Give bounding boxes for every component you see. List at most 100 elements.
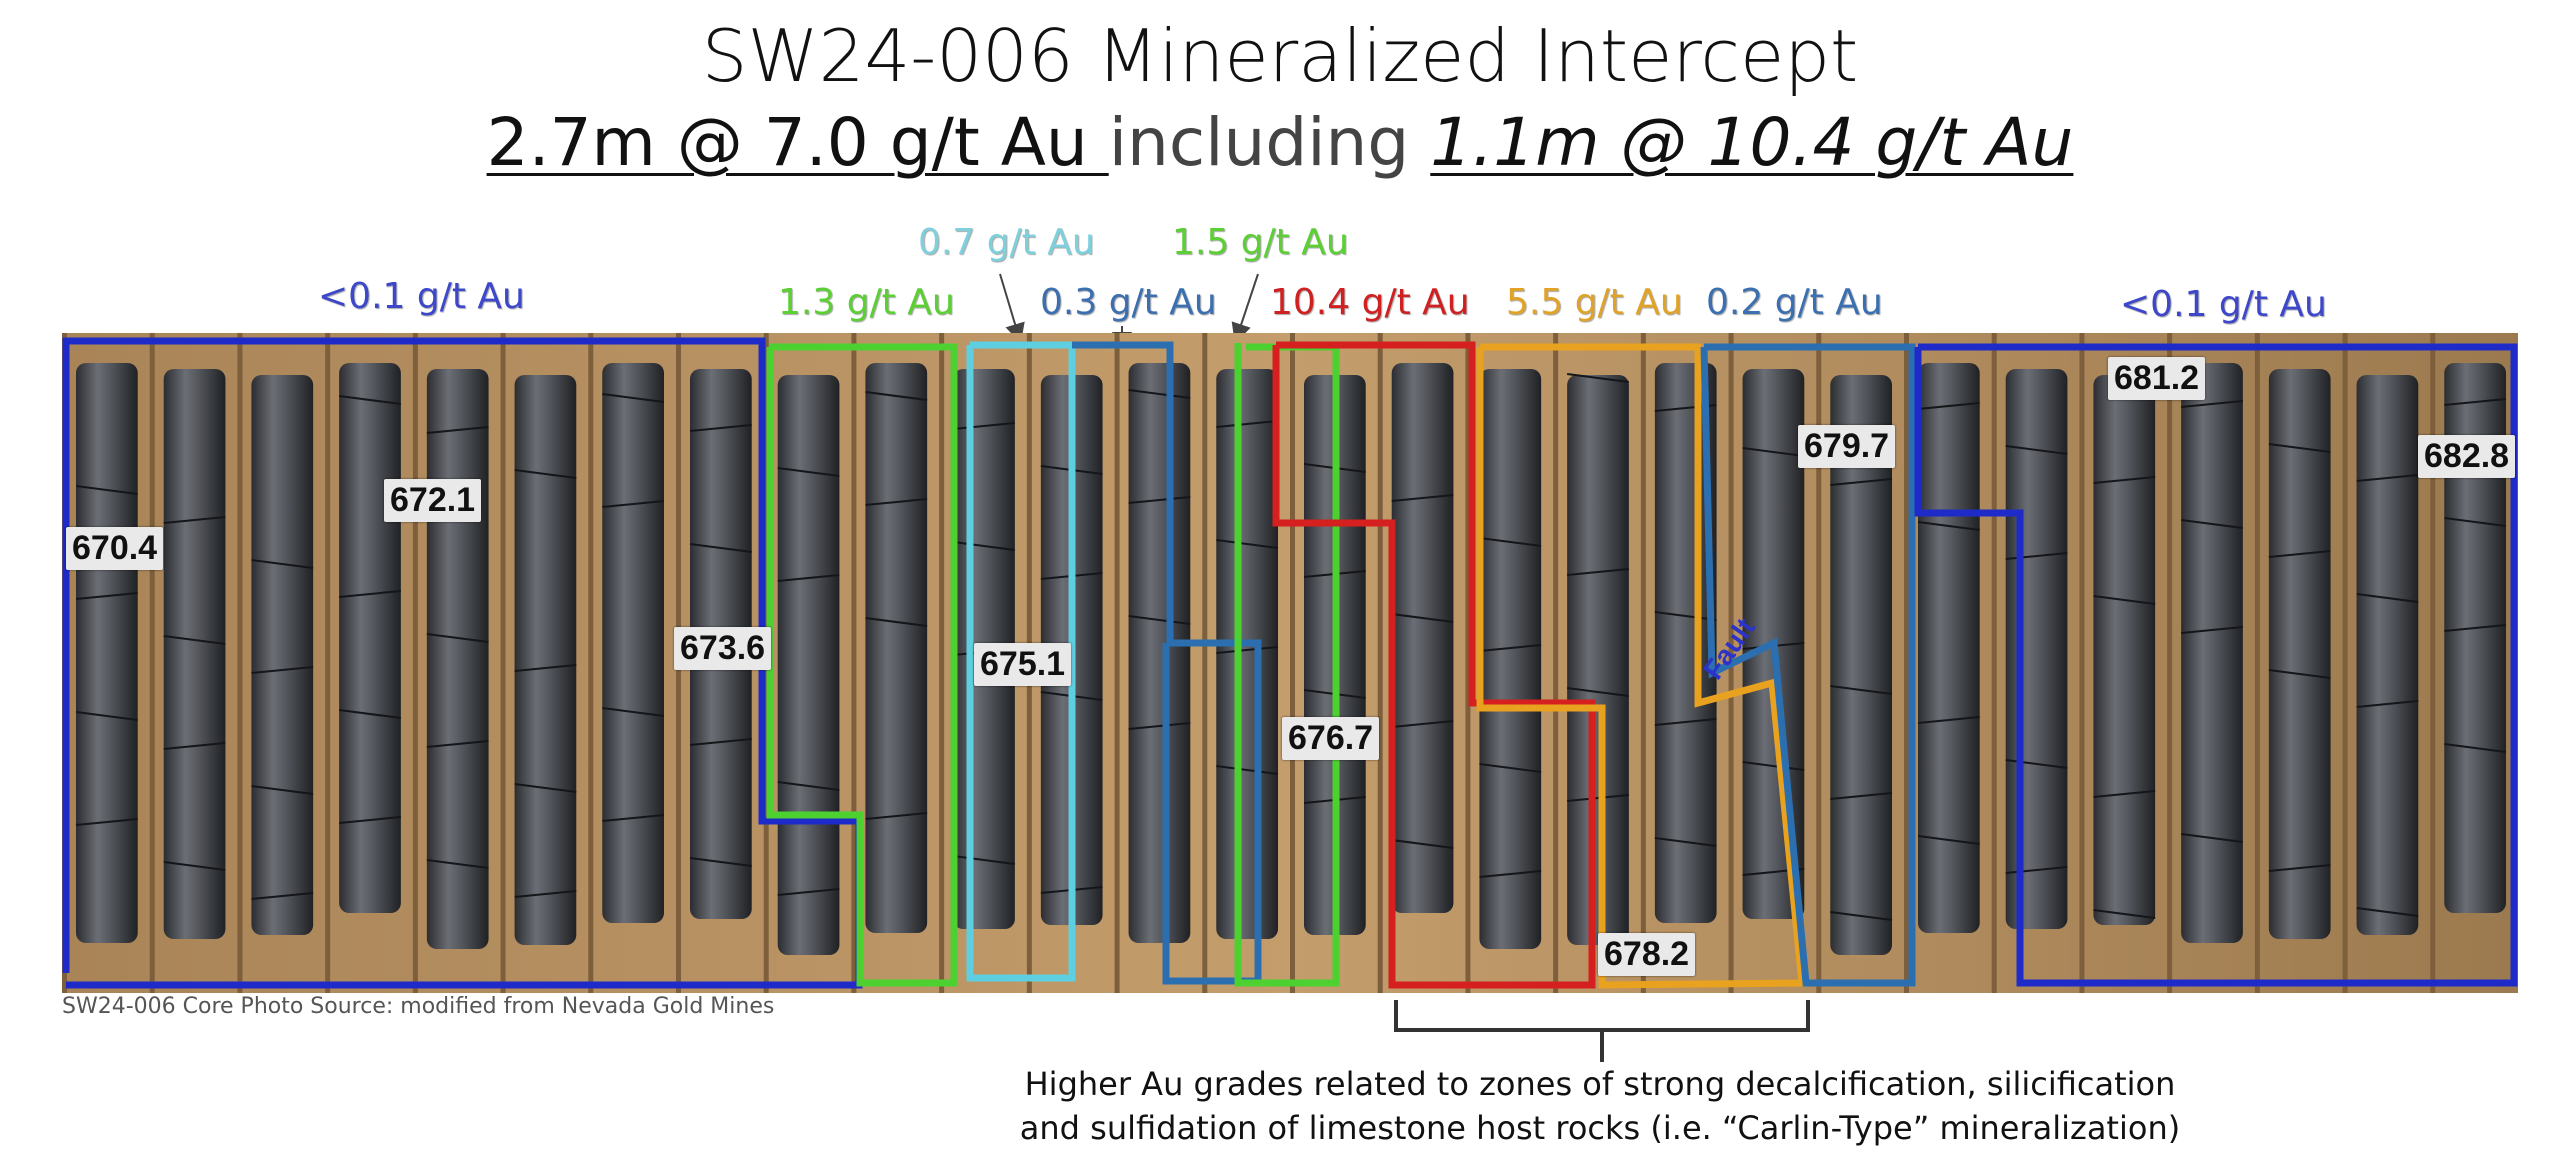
core-fracture	[953, 855, 1015, 865]
core-fracture	[339, 590, 401, 598]
core-segment	[865, 363, 928, 933]
core-fracture	[2093, 790, 2156, 798]
core-fracture	[2444, 624, 2507, 632]
core-segment	[2093, 375, 2156, 925]
core-fracture	[2356, 700, 2419, 708]
caption-line-2: and sulfidation of limestone host rocks …	[1019, 1109, 2181, 1147]
tray-divider	[1991, 333, 1997, 993]
tray-divider	[2079, 333, 2085, 993]
core-fracture	[1567, 794, 1629, 802]
core-fracture	[2005, 866, 2068, 874]
core-fracture	[514, 664, 577, 672]
zone-outline-0-3	[1072, 341, 1262, 985]
core-fracture	[602, 707, 665, 717]
core-fracture	[426, 859, 489, 869]
tray-divider	[1465, 333, 1471, 993]
core-fracture	[953, 541, 1015, 551]
core-fracture	[689, 738, 752, 746]
core-fracture	[2181, 519, 2243, 529]
tray-divider	[1202, 333, 1208, 993]
core-fracture	[426, 633, 489, 643]
including-text: including	[1108, 104, 1431, 181]
tray-divider	[325, 333, 331, 993]
core-fracture	[1917, 716, 1980, 724]
arrow-0-7	[999, 273, 1025, 344]
core-columns	[62, 333, 2507, 993]
tray-divider	[1553, 333, 1559, 993]
core-fracture	[1567, 568, 1629, 576]
core-segment	[339, 363, 401, 913]
page-subtitle: 2.7m @ 7.0 g/t Au including 1.1m @ 10.4 …	[0, 104, 2560, 181]
core-fracture	[2356, 593, 2419, 603]
depth-label-682-8: 682.8	[2418, 435, 2516, 478]
core-fracture	[689, 424, 752, 432]
grade-label-5-5: 5.5 g/t Au	[1506, 282, 1683, 323]
zone-outline-1-3	[766, 343, 958, 987]
tray-divider	[851, 333, 857, 993]
core-fracture	[865, 391, 928, 401]
depth-label-676-7: 676.7	[1282, 717, 1380, 760]
grade-label-1-5: 1.5 g/t Au	[1172, 222, 1349, 263]
core-segment	[2444, 363, 2506, 913]
core-fracture	[1479, 537, 1542, 547]
core-fracture	[602, 814, 665, 822]
photo-source-credit: SW24-006 Core Photo Source: modified fro…	[62, 994, 775, 1019]
tray-divider	[412, 333, 418, 993]
core-fracture	[251, 892, 314, 900]
core-fracture	[1742, 761, 1805, 771]
core-segment	[2268, 369, 2331, 939]
depth-label-681-2: 681.2	[2108, 357, 2206, 400]
core-fracture	[1654, 837, 1717, 847]
depth-label-672-1: 672.1	[384, 479, 482, 522]
core-fracture	[2268, 864, 2331, 872]
tray-divider	[2254, 333, 2260, 993]
core-fracture	[2356, 474, 2419, 482]
tray-divider	[1816, 333, 1822, 993]
core-fracture	[953, 422, 1015, 430]
core-fracture	[1391, 839, 1454, 849]
core-fracture	[777, 467, 840, 477]
core-segment	[777, 375, 840, 955]
grade-label-0-3: 0.3 g/t Au	[1040, 282, 1217, 323]
core-fracture	[339, 709, 401, 719]
tray-divider	[2167, 333, 2173, 993]
core-segment	[1128, 363, 1191, 943]
core-fracture	[163, 861, 226, 871]
tray-divider	[500, 333, 506, 993]
core-fracture	[2444, 517, 2507, 527]
core-fracture	[1917, 835, 1980, 845]
core-fracture	[2093, 909, 2156, 919]
core-fracture	[865, 498, 928, 506]
grade-label-left-low: <0.1 g/t Au	[318, 276, 525, 317]
caption: Higher Au grades related to zones of str…	[1000, 1062, 2200, 1150]
core-fracture	[1830, 911, 1893, 921]
core-fracture	[1567, 373, 1629, 383]
core-fracture	[75, 818, 138, 826]
core-fracture	[163, 635, 226, 645]
core-fracture	[865, 812, 928, 820]
core-fracture	[2268, 443, 2331, 453]
core-fracture	[251, 785, 314, 795]
zone-outline-0-2	[1700, 343, 1916, 987]
tray-divider	[2342, 333, 2348, 993]
core-segment	[1391, 363, 1454, 913]
depth-label-670-4: 670.4	[66, 527, 164, 570]
core-segment	[1830, 375, 1892, 955]
grade-label-right-low: <0.1 g/t Au	[2120, 284, 2327, 325]
core-fracture	[2093, 476, 2156, 484]
core-fracture	[1830, 792, 1893, 800]
core-fracture	[251, 559, 314, 569]
depth-label-673-6: 673.6	[674, 627, 772, 670]
core-fracture	[1830, 685, 1893, 695]
core-fracture	[1128, 722, 1191, 730]
zone-outline-low-right	[1914, 343, 2518, 987]
core-fracture	[2181, 833, 2243, 843]
grade-label-10-4: 10.4 g/t Au	[1270, 282, 1470, 323]
core-fracture	[1216, 539, 1279, 549]
core-fracture	[1391, 494, 1454, 502]
core-fracture	[75, 711, 138, 721]
tray-divider	[939, 333, 945, 993]
caption-line-1: Higher Au grades related to zones of str…	[1024, 1065, 2176, 1103]
core-fracture	[1216, 646, 1279, 654]
core-fracture	[2444, 398, 2507, 406]
